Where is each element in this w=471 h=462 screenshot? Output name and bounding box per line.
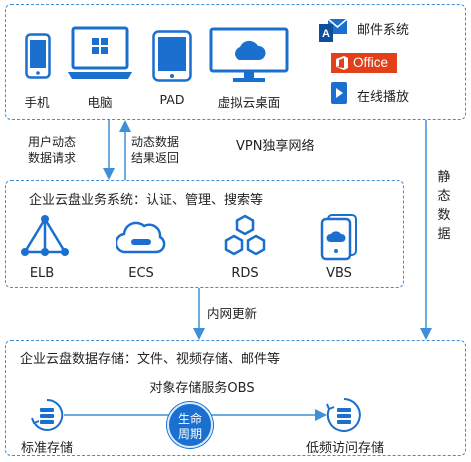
office-icon (336, 56, 348, 70)
virtual-desktop-icon (209, 27, 289, 82)
result-return-line2: 结果返回 (131, 151, 180, 165)
phone-icon (25, 33, 51, 79)
pc-icon (68, 26, 132, 79)
static-data-char-3: 数 (437, 208, 451, 223)
static-data-label: 静 态 数 据 (436, 168, 452, 244)
mail-label: 邮件系统 (357, 23, 410, 38)
intranet-update-label: 内网更新 (207, 306, 258, 321)
rds-label: RDS (231, 266, 259, 281)
standard-storage-label: 标准存储 (20, 441, 74, 456)
business-system-title: 企业云盘业务系统：认证、管理、搜索等 (29, 193, 264, 208)
standard-storage-icon (31, 398, 64, 431)
low-frequency-storage-icon (326, 398, 361, 432)
office-label: Office (353, 55, 389, 70)
svg-text:A: A (322, 28, 330, 40)
virtual-desktop-label: 虚拟云桌面 (217, 95, 281, 110)
phone-label: 手机 (24, 95, 50, 110)
vbs-icon (320, 214, 357, 261)
ecs-label: ECS (128, 266, 154, 281)
elb-icon (21, 215, 69, 256)
static-data-char-4: 据 (437, 227, 451, 242)
user-request-line1: 用户动态 (28, 135, 77, 149)
pad-label: PAD (159, 92, 185, 107)
pad-icon (152, 30, 192, 82)
data-storage-box (5, 340, 466, 456)
low-frequency-storage-label: 低频访问存储 (305, 441, 385, 456)
obs-label: 对象存储服务OBS (149, 381, 255, 396)
office-logo: Office (331, 53, 397, 73)
ecs-icon (116, 221, 166, 254)
mail-icon: A (319, 18, 348, 42)
result-return-line1: 动态数据 (131, 135, 180, 149)
online-play-icon (331, 82, 347, 104)
lifecycle-line1: 生命 (177, 412, 202, 426)
business-system-box (5, 180, 404, 288)
vpn-label: VPN独享网络 (236, 139, 315, 154)
devices-box (5, 4, 466, 120)
lifecycle-badge: 生命 周期 (167, 402, 213, 448)
static-data-char-2: 态 (437, 189, 451, 204)
user-request-line2: 数据请求 (28, 151, 77, 165)
result-return-label: 动态数据 结果返回 (131, 134, 179, 166)
data-storage-title: 企业云盘数据存储：文件、视频存储、邮件等 (20, 352, 281, 367)
online-play-label: 在线播放 (357, 90, 410, 105)
vbs-label: VBS (326, 266, 352, 281)
user-request-label: 用户动态 数据请求 (28, 134, 76, 166)
pc-label: 电脑 (87, 95, 113, 110)
elb-label: ELB (29, 266, 55, 281)
static-data-char-1: 静 (437, 170, 451, 185)
rds-icon (224, 214, 266, 256)
lifecycle-line2: 周期 (177, 427, 202, 441)
